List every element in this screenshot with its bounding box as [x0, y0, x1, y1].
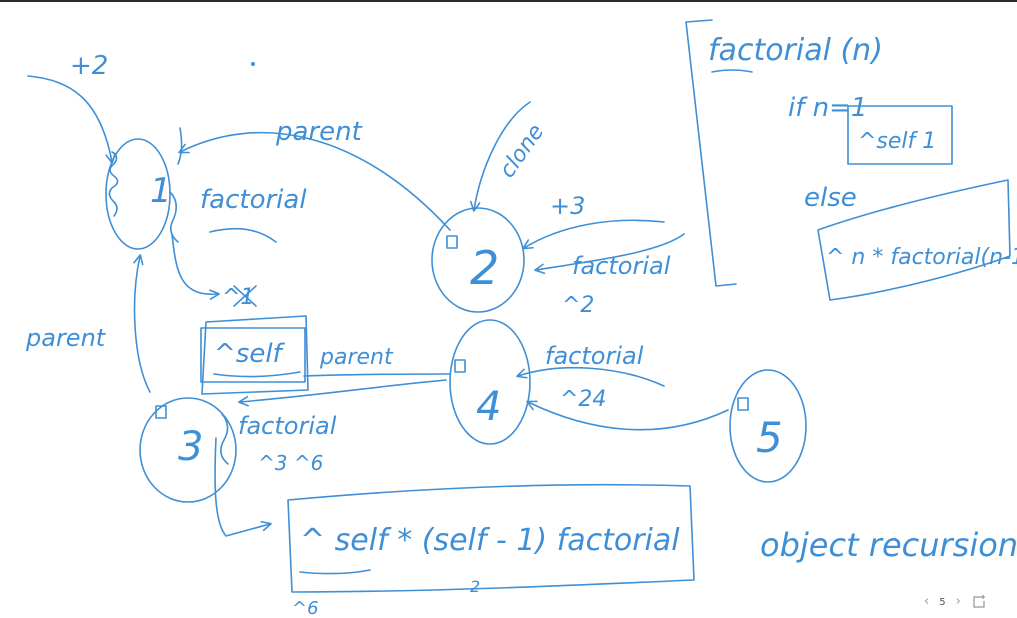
- self-return-label: ^self: [214, 339, 286, 369]
- clone-arrow: [470, 101, 531, 212]
- node-2-label: 2: [470, 241, 499, 295]
- node-4-label: 4: [476, 384, 501, 430]
- method-then-box: [847, 105, 953, 165]
- method-then-label: ^self 1: [858, 129, 936, 154]
- plus-2-label: +2: [70, 51, 108, 81]
- node-1: 1: [105, 138, 179, 250]
- self-box-outline-2: [201, 315, 309, 395]
- method-signature-label: factorial (n): [708, 33, 883, 68]
- method-signature-underline: [711, 69, 753, 73]
- expression-two-label: 2: [470, 577, 480, 596]
- node-4-message-label: factorial: [545, 342, 644, 370]
- parent-left-label: parent: [25, 324, 107, 352]
- node-4-circle: [449, 319, 531, 445]
- node-4-return-label: ^24: [560, 387, 606, 412]
- node-5-circle: [729, 369, 807, 483]
- node-3-square: [155, 405, 167, 419]
- self-underline: [213, 371, 301, 378]
- node-1-scribble: [108, 151, 119, 217]
- chevron-right-icon[interactable]: ›: [955, 594, 961, 609]
- node-3-message-label: factorial: [238, 412, 337, 440]
- top-edge-line: [0, 0, 1017, 2]
- expression-box-outline: [287, 483, 695, 593]
- expression-return-label: ^6: [292, 598, 319, 618]
- method-if-label: if n=1: [788, 93, 867, 123]
- incoming-arrow-node-4-factorial: [516, 366, 665, 387]
- return-1-cross: [233, 285, 257, 307]
- node-1-tick: [177, 127, 183, 165]
- node-2: 2: [431, 207, 525, 313]
- parent-arrow-4-to-3: [238, 379, 447, 407]
- method-definition: factorial (n) if n=1 ^self 1 else ^ n * …: [685, 19, 1017, 301]
- page-number: 5: [939, 596, 946, 608]
- method-else-label: else: [804, 183, 857, 213]
- node-2-message-label: factorial: [572, 252, 671, 280]
- clone-label: clone: [495, 120, 549, 183]
- self-box: ^self parent: [200, 315, 451, 395]
- expression-box: ^ self * (self - 1) factorial 2 ^6: [287, 483, 695, 618]
- node-2-return-label: ^2: [562, 293, 594, 318]
- node-3-label: 3: [178, 424, 203, 470]
- method-else-body-label: ^ n * factorial(n-1): [826, 245, 1017, 270]
- node-1-message-underline: [209, 227, 277, 243]
- node-5-label: 5: [756, 413, 783, 462]
- new-page-icon[interactable]: [971, 594, 987, 610]
- arrow-node-3-to-expression: [214, 437, 272, 537]
- node-3-return-label: ^3 ^6: [258, 451, 323, 475]
- return-1-label: ^1: [222, 285, 254, 310]
- object-recursion-caption: object recursion: [760, 526, 1017, 564]
- node-1-message-label: factorial: [200, 185, 307, 215]
- node-5: 5: [729, 369, 807, 483]
- node-3: 3: [139, 397, 237, 503]
- node-4: 4: [449, 319, 531, 445]
- method-else-box: [817, 179, 1011, 301]
- node-5-square: [737, 397, 749, 411]
- node-3-circle: [139, 397, 237, 503]
- method-bracket: [685, 19, 737, 287]
- node-1-parent-label: parent: [275, 117, 363, 147]
- node-3-inner-scribble: [220, 413, 229, 465]
- incoming-arrow-node-1: [27, 75, 116, 164]
- self-to-node-4-line: [303, 373, 451, 377]
- arrow-node-5-to-node-4: [526, 400, 729, 431]
- arrow-node-1-to-self: [171, 233, 220, 300]
- self-parent-label: parent: [319, 345, 394, 370]
- node-4-square: [454, 359, 466, 373]
- expression-label: ^ self * (self - 1) factorial: [300, 523, 680, 558]
- expression-underline: [299, 569, 371, 575]
- chevron-left-icon[interactable]: ‹: [924, 594, 930, 609]
- node-2-plus-3-label: +3: [550, 192, 585, 220]
- incoming-arrow-plus3: [522, 219, 665, 250]
- node-1-label: 1: [150, 171, 172, 211]
- self-box-outline: [200, 327, 306, 383]
- parent-arrow-2-to-1: [178, 131, 451, 231]
- parent-arrow-3-to-1: [133, 254, 151, 393]
- node-1-circle: [105, 138, 171, 250]
- node-2-square: [446, 235, 458, 249]
- incoming-arrow-node-2-factorial: [534, 233, 685, 275]
- page-navigator: ‹ 5 ›: [924, 592, 987, 612]
- stray-dot: [251, 61, 256, 66]
